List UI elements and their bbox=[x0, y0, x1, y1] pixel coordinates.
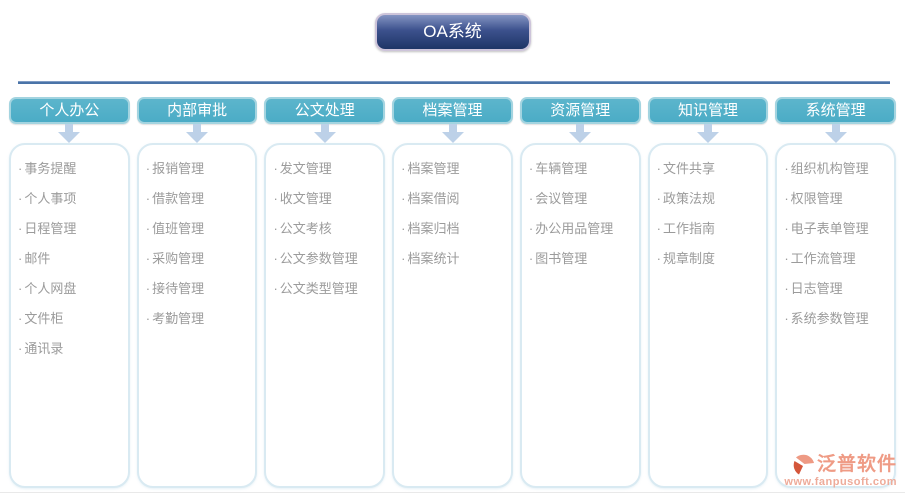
module-card: 车辆管理会议管理办公用品管理图书管理 bbox=[519, 143, 641, 488]
module-header: 内部审批 bbox=[136, 97, 258, 124]
module-item: 系统参数管理 bbox=[784, 304, 892, 334]
module-item: 公文参数管理 bbox=[273, 244, 381, 274]
module-item: 发文管理 bbox=[273, 154, 381, 184]
module-columns: 个人办公 事务提醒个人事项日程管理邮件个人网盘文件柜通讯录 内部审批 报销管理借… bbox=[9, 97, 897, 488]
down-arrow-icon bbox=[137, 124, 258, 143]
module-item: 电子表单管理 bbox=[784, 214, 892, 244]
module-item: 通讯录 bbox=[18, 334, 126, 364]
module-card: 组织机构管理权限管理电子表单管理工作流管理日志管理系统参数管理 bbox=[775, 143, 897, 488]
fanpu-logo-text: 泛普软件 bbox=[816, 454, 897, 476]
module-item: 会议管理 bbox=[529, 184, 637, 214]
down-arrow-icon bbox=[9, 124, 130, 143]
module-card: 事务提醒个人事项日程管理邮件个人网盘文件柜通讯录 bbox=[9, 143, 130, 488]
module-column: 内部审批 报销管理借款管理值班管理采购管理接待管理考勤管理 bbox=[136, 97, 258, 488]
down-arrow-icon bbox=[775, 124, 896, 143]
fanpu-logo-icon bbox=[793, 455, 814, 475]
down-arrow-icon bbox=[648, 124, 769, 143]
down-arrow-icon bbox=[392, 124, 513, 143]
module-item: 政策法规 bbox=[657, 184, 765, 214]
module-item: 收文管理 bbox=[273, 184, 381, 214]
horizontal-divider bbox=[18, 81, 890, 84]
module-column: 知识管理 文件共享政策法规工作指南规章制度 bbox=[647, 97, 769, 488]
module-item: 报销管理 bbox=[146, 154, 254, 184]
module-header: 档案管理 bbox=[392, 97, 513, 124]
module-item: 接待管理 bbox=[146, 274, 254, 304]
fanpu-logo-url: www.fanpusoft.com bbox=[784, 476, 897, 489]
module-column: 资源管理 车辆管理会议管理办公用品管理图书管理 bbox=[519, 97, 641, 488]
module-column: 公文处理 发文管理收文管理公文考核公文参数管理公文类型管理 bbox=[264, 97, 386, 488]
fanpu-watermark: 泛普软件 www.fanpusoft.com bbox=[765, 453, 897, 489]
module-header: 系统管理 bbox=[775, 97, 897, 124]
module-card: 发文管理收文管理公文考核公文参数管理公文类型管理 bbox=[264, 143, 386, 488]
module-item: 考勤管理 bbox=[146, 304, 254, 334]
module-header: 公文处理 bbox=[264, 97, 386, 124]
module-item: 工作指南 bbox=[657, 214, 765, 244]
module-item: 文件柜 bbox=[18, 304, 126, 334]
module-column: 系统管理 组织机构管理权限管理电子表单管理工作流管理日志管理系统参数管理 bbox=[775, 97, 897, 488]
module-item: 档案统计 bbox=[401, 244, 509, 274]
module-item: 档案归档 bbox=[401, 214, 509, 244]
module-item: 办公用品管理 bbox=[529, 214, 637, 244]
module-column: 档案管理 档案管理档案借阅档案归档档案统计 bbox=[392, 97, 513, 488]
module-item: 图书管理 bbox=[529, 244, 637, 274]
module-item: 事务提醒 bbox=[18, 154, 126, 184]
module-item: 档案管理 bbox=[401, 154, 509, 184]
module-card: 档案管理档案借阅档案归档档案统计 bbox=[392, 143, 513, 488]
module-item: 借款管理 bbox=[146, 184, 254, 214]
module-item: 公文考核 bbox=[273, 214, 381, 244]
module-item: 车辆管理 bbox=[529, 154, 637, 184]
module-card: 报销管理借款管理值班管理采购管理接待管理考勤管理 bbox=[136, 143, 258, 488]
module-item: 邮件 bbox=[18, 244, 126, 274]
module-item: 规章制度 bbox=[657, 244, 765, 274]
module-item: 文件共享 bbox=[657, 154, 765, 184]
module-item: 采购管理 bbox=[146, 244, 254, 274]
module-item: 值班管理 bbox=[146, 214, 254, 244]
module-item: 公文类型管理 bbox=[273, 274, 381, 304]
module-header: 个人办公 bbox=[9, 97, 130, 124]
module-item: 档案借阅 bbox=[401, 184, 509, 214]
bottom-edge-line bbox=[0, 492, 905, 493]
module-column: 个人办公 事务提醒个人事项日程管理邮件个人网盘文件柜通讯录 bbox=[9, 97, 130, 488]
diagram-title: OA系统 bbox=[374, 13, 531, 51]
module-item: 个人事项 bbox=[18, 184, 126, 214]
module-item: 工作流管理 bbox=[784, 244, 892, 274]
module-item: 个人网盘 bbox=[18, 274, 126, 304]
module-item: 组织机构管理 bbox=[784, 154, 892, 184]
module-card: 文件共享政策法规工作指南规章制度 bbox=[647, 143, 769, 488]
down-arrow-icon bbox=[264, 124, 385, 143]
module-header: 知识管理 bbox=[647, 97, 769, 124]
module-header: 资源管理 bbox=[519, 97, 641, 124]
module-item: 权限管理 bbox=[784, 184, 892, 214]
down-arrow-icon bbox=[520, 124, 641, 143]
module-item: 日程管理 bbox=[18, 214, 126, 244]
module-item: 日志管理 bbox=[784, 274, 892, 304]
